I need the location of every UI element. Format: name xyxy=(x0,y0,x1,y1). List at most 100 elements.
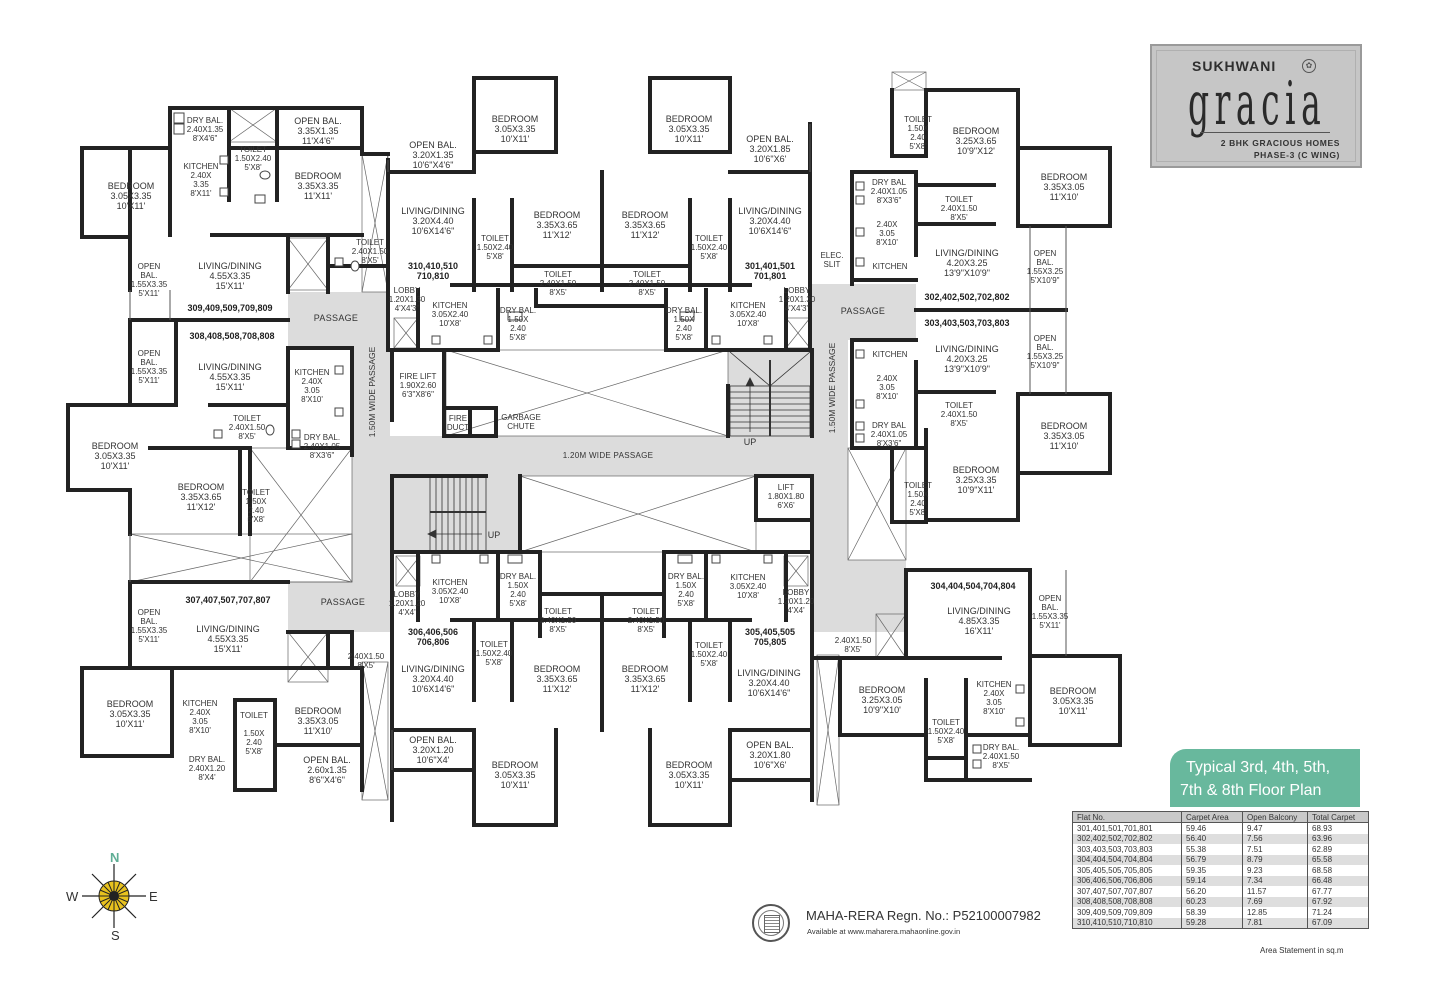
room-label-line: 8'X10' xyxy=(189,726,211,735)
room-label-line: BEDROOM xyxy=(91,441,139,451)
room-label-line: 1.50X xyxy=(907,124,929,133)
room-label-line: 3.35 xyxy=(193,180,209,189)
stair-up-label-top: UP xyxy=(743,437,757,447)
room-label-line: 8'X10' xyxy=(876,238,898,247)
room-label-line: 10'6X14'6" xyxy=(747,688,791,698)
room-label-line: TOILET xyxy=(544,607,572,616)
room-label-line: 10'X8' xyxy=(439,596,461,605)
logo-frame xyxy=(1156,50,1356,162)
brand-emblem-icon: ✿ xyxy=(1302,59,1316,73)
room-label-line: TOILET xyxy=(240,711,268,720)
room-label-line: 5'X11' xyxy=(138,289,160,298)
room-label-line: BAL. xyxy=(1036,343,1054,352)
room-label-line: 5'X8' xyxy=(700,252,718,261)
table-cell: 58.39 xyxy=(1181,907,1243,918)
table-cell: 7.69 xyxy=(1242,896,1308,907)
room-label-line: 3.05X3.35 xyxy=(668,770,710,780)
room-label-line: 3.05X3.35 xyxy=(110,191,152,201)
room-label-line: 5'X8' xyxy=(247,515,265,524)
room-label-line: 4'X4'3" xyxy=(394,304,420,313)
table-cell: 67.09 xyxy=(1307,917,1369,929)
room-label-line: BAL. xyxy=(140,271,158,280)
table-cell: 304,404,504,704,804 xyxy=(1072,854,1182,865)
room-label-line: 10'X11' xyxy=(500,780,530,790)
room-label-line: OPEN xyxy=(1033,249,1057,258)
room-label-line: 5'X8' xyxy=(937,736,955,745)
room-label-line: 1.50X xyxy=(507,581,529,590)
room-label-line: 8'X5' xyxy=(549,288,567,297)
room-label-line: KITCHEN xyxy=(183,162,219,171)
room-label-line: 11'X12' xyxy=(630,230,660,240)
logo-brand: SUKHWANI xyxy=(1192,58,1277,74)
room-label-line: KITCHEN xyxy=(976,680,1012,689)
room-label-line: 2.40X xyxy=(983,689,1005,698)
room-label-line: 1.20X1.30 xyxy=(778,295,816,304)
room-label-line: 3.05X2.40 xyxy=(729,582,767,591)
room-label-line: 8'X3'6" xyxy=(309,451,335,460)
flat-label-301-line2: 701,801 xyxy=(753,271,787,281)
room-label-line: 1.50X xyxy=(245,497,267,506)
room-label-line: DRY BAL xyxy=(872,421,906,430)
passage-label-left-top: PASSAGE xyxy=(313,313,359,323)
table-cell: 7.56 xyxy=(1242,833,1308,844)
room-label-line: 10'6"X6' xyxy=(753,154,787,164)
room-label-line: 10'X8' xyxy=(737,319,759,328)
room-label-line: BEDROOM xyxy=(1040,172,1088,182)
room-label-line: TOILET xyxy=(481,234,509,243)
room-label-line: DRY BAL. xyxy=(665,306,703,315)
table-cell: 68.58 xyxy=(1307,865,1369,876)
room-label: KITCHEN xyxy=(872,350,907,359)
room-label-line: 10'6"X4'6" xyxy=(412,160,454,170)
room-label-line: BEDROOM xyxy=(952,465,1000,475)
room-label-line: 10'6X14'6" xyxy=(411,226,455,236)
table-cell: 71.24 xyxy=(1307,907,1369,918)
passage-label-right: PASSAGE xyxy=(840,306,886,316)
room-label-line: TOILET xyxy=(632,607,660,616)
room-label-line: BEDROOM xyxy=(294,706,342,716)
room-label-line: 2.40X1.50 xyxy=(539,279,577,288)
room-label-line: 2.40X1.50 xyxy=(982,752,1020,761)
room-label-line: 1.50X xyxy=(507,315,529,324)
room-label-line: KITCHEN xyxy=(872,350,908,359)
table-cell: 7.51 xyxy=(1242,844,1308,855)
room-label-line: 4'X4' xyxy=(398,608,416,617)
table-cell: 301,401,501,701,801 xyxy=(1072,822,1182,834)
room-label-line: 4'X4'3" xyxy=(784,304,810,313)
compass-south: S xyxy=(111,928,120,943)
room-label-line: DRY BAL. xyxy=(186,116,224,125)
room-label-line: 1.50X xyxy=(243,729,265,738)
table-cell: 12.85 xyxy=(1242,907,1308,918)
rera-registration: MAHA-RERA Regn. No.: P52100007982 xyxy=(806,908,1041,923)
room-label-line: 8'X5' xyxy=(361,256,379,265)
lift-size-ft: 6'X6' xyxy=(777,501,795,510)
room-label-line: 2.40 xyxy=(676,324,692,333)
compass-north: N xyxy=(110,850,120,865)
